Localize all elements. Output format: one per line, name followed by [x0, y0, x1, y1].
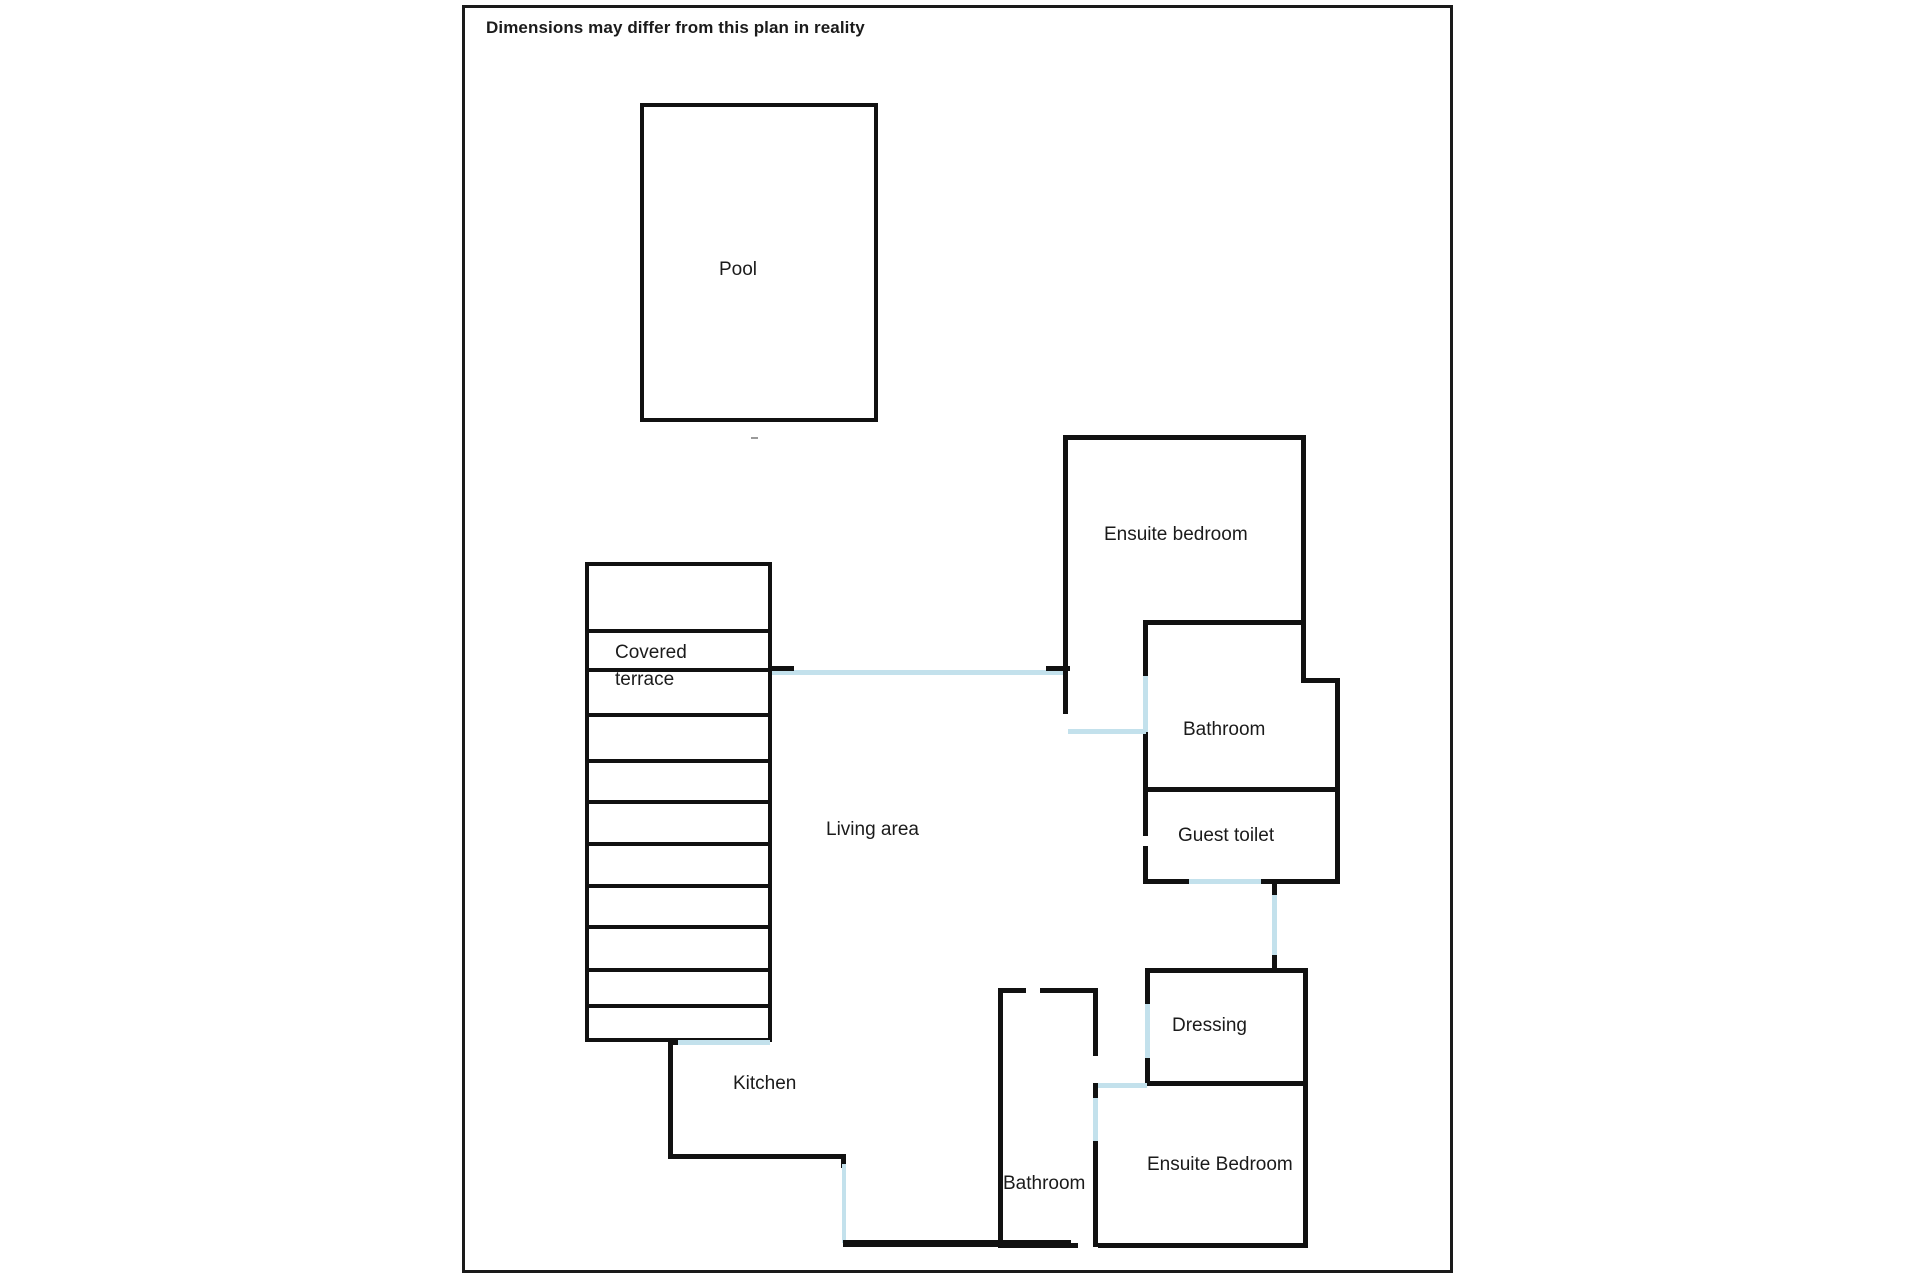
door-terrace-kitchen	[672, 1040, 770, 1045]
wall-dressing-right	[1303, 968, 1308, 1085]
wall-bathroom-upper-bottom	[1143, 787, 1340, 792]
wall-bathroom-upper-mid-vertical	[1301, 620, 1306, 680]
wall-dressing-left-bottom	[1145, 1056, 1150, 1085]
door-kitchen-to-living	[842, 1164, 846, 1243]
terrace-slat-divider	[585, 800, 772, 804]
wall-connector-top-stub	[1272, 879, 1277, 897]
wall-bathroom-lower-top-left	[998, 988, 1026, 993]
wall-bathroom-upper-step-horizontal	[1301, 678, 1339, 683]
wall-bathroom-upper-left-bottom	[1143, 732, 1148, 790]
terrace-slat-divider	[585, 1004, 772, 1008]
wall-ensuite-lower-bottom	[1098, 1243, 1308, 1248]
room-label-guest-toilet: Guest toilet	[1178, 825, 1275, 846]
wall-guest-toilet-bottom-left	[1143, 879, 1191, 884]
terrace-slat-divider	[585, 668, 772, 672]
room-pool	[640, 103, 878, 422]
pool-bottom-tick	[751, 437, 758, 439]
wall-kitchen-bottom	[668, 1154, 846, 1159]
wall-kitchen-right-stub	[841, 1154, 846, 1168]
wall-dressing-left-top	[1145, 968, 1150, 1006]
terrace-slat-divider	[585, 759, 772, 763]
wall-guest-toilet-right	[1335, 790, 1340, 884]
wall-ensuite-upper-top	[1063, 435, 1306, 440]
wall-bathroom-lower-right-top	[1093, 988, 1098, 1056]
door-bathroom-upper-left	[1143, 676, 1148, 732]
wall-kitchen-top	[668, 1040, 678, 1045]
wall-hall-stub-left	[770, 666, 794, 671]
wall-kitchen-left	[668, 1040, 673, 1159]
wall-ensuite-upper-left	[1063, 435, 1068, 668]
terrace-slat-divider	[585, 713, 772, 717]
room-label-dressing: Dressing	[1172, 1015, 1247, 1036]
plan-sheet-border	[462, 5, 1453, 1273]
wall-bathroom-upper-right	[1335, 678, 1340, 790]
wall-bathroom-upper-left-top	[1143, 620, 1148, 676]
room-label-living-area: Living area	[826, 819, 919, 840]
wall-bathroom-lower-right-stub	[1093, 1083, 1098, 1105]
wall-bathroom-lower-left	[998, 988, 1003, 1246]
wall-guest-toilet-left	[1143, 790, 1148, 836]
wall-living-area-south	[843, 1240, 1071, 1247]
wall-ensuite-upper-right	[1301, 435, 1306, 624]
room-label-ensuite-bedroom-upper: Ensuite bedroom	[1104, 524, 1248, 545]
wall-connector-bottom-stub	[1272, 955, 1277, 971]
room-label-covered-terrace-line1: Covered	[615, 642, 687, 663]
room-label-bathroom-lower: Bathroom	[1003, 1173, 1086, 1194]
room-label-bathroom-upper: Bathroom	[1183, 719, 1266, 740]
door-connector-toilet-dressing	[1272, 895, 1277, 959]
terrace-slat-divider	[585, 968, 772, 972]
room-label-ensuite-bedroom-lower: Ensuite Bedroom	[1147, 1154, 1293, 1175]
wall-hall-stub-right	[1046, 666, 1070, 671]
room-label-pool: Pool	[719, 259, 758, 280]
door-guest-toilet-bottom	[1189, 879, 1261, 884]
terrace-slat-divider	[585, 629, 772, 633]
wall-dressing-bottom	[1145, 1081, 1308, 1086]
door-corridor-to-dressing	[1095, 1083, 1147, 1088]
wall-guest-toilet-left-lower	[1143, 846, 1148, 884]
terrace-slat-divider	[585, 842, 772, 846]
wall-ensuite-upper-bottom	[1143, 620, 1306, 625]
wall-dressing-top	[1145, 968, 1308, 973]
door-bathroom-lower-right	[1093, 1098, 1098, 1146]
wall-ensuite-lower-right	[1303, 1085, 1308, 1248]
door-dressing-left	[1145, 1004, 1150, 1058]
room-label-kitchen: Kitchen	[733, 1073, 797, 1094]
wall-ensuite-upper-left-lower	[1063, 668, 1068, 714]
wall-guest-toilet-bottom-right	[1258, 879, 1340, 884]
terrace-slat-divider	[585, 925, 772, 929]
door-terrace-to-hall	[772, 670, 1068, 675]
terrace-slat-divider	[585, 884, 772, 888]
wall-bathroom-lower-right-bottom	[1093, 1141, 1098, 1247]
room-label-covered-terrace-line2: terrace	[615, 669, 675, 690]
wall-bathroom-lower-top-right	[1040, 988, 1098, 993]
plan-disclaimer-note: Dimensions may differ from this plan in …	[486, 18, 865, 37]
door-bathroom-corridor	[1068, 729, 1146, 734]
